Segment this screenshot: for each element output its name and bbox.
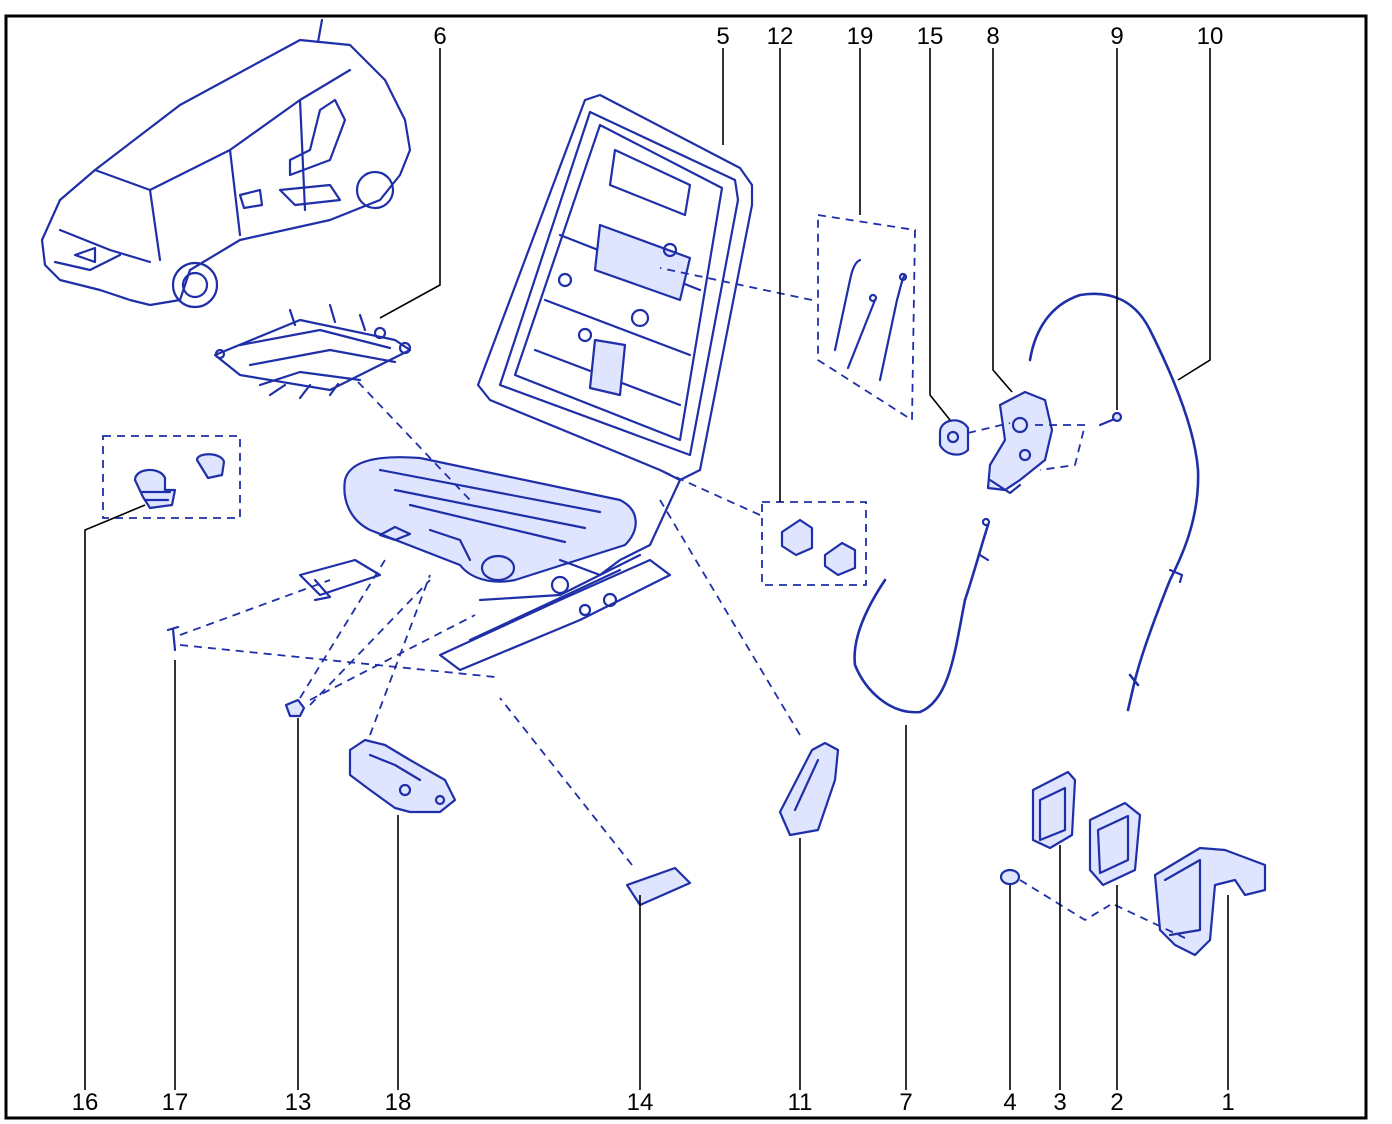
part-8-recliner-housing [986,390,1054,495]
callout-14: 14 [627,1089,654,1116]
callout-1: 1 [1221,1089,1234,1116]
callout-9: 9 [1110,23,1123,50]
callout-16: 16 [72,1089,99,1116]
callout-5: 5 [716,23,729,50]
part-16-clips [102,435,241,519]
part-5-seat-frame [298,93,754,672]
callout-6: 6 [433,23,446,50]
part-4-washer [999,868,1021,886]
part-19-rods [817,213,916,422]
assembly-lines [179,267,1186,939]
callout-labels: 6 5 12 19 15 8 9 10 16 17 13 18 14 11 7 … [72,23,1235,1116]
part-11-side-trim [778,741,840,837]
part-10-cable [1028,292,1200,712]
part-13-clip [284,698,306,718]
callout-4: 4 [1003,1089,1016,1116]
callout-8: 8 [986,23,999,50]
callout-13: 13 [285,1089,312,1116]
part-1-bracket [1153,846,1267,957]
callout-2: 2 [1110,1089,1123,1116]
callout-10: 10 [1197,23,1224,50]
part-9-screw [1098,411,1123,427]
callout-17: 17 [162,1089,189,1116]
part-14-cover [625,866,692,907]
part-15-knob [938,419,970,456]
part-6-cushion-spring-mat [213,303,412,400]
callout-3: 3 [1053,1089,1066,1116]
part-7-cable [853,517,991,714]
part-17-bolt [166,625,180,652]
vehicle-locator [40,18,412,309]
callout-7: 7 [899,1089,912,1116]
callout-19: 19 [847,23,874,50]
leader-lines [84,48,1229,1090]
part-3-module [1031,770,1077,850]
part-2-module [1088,801,1142,887]
part-18-bracket [348,738,457,814]
part-12-caps [761,501,867,586]
callout-11: 11 [788,1089,813,1116]
callout-18: 18 [385,1089,412,1116]
callout-15: 15 [917,23,944,50]
diagram-frame [4,14,1368,1120]
callout-12: 12 [767,23,794,50]
